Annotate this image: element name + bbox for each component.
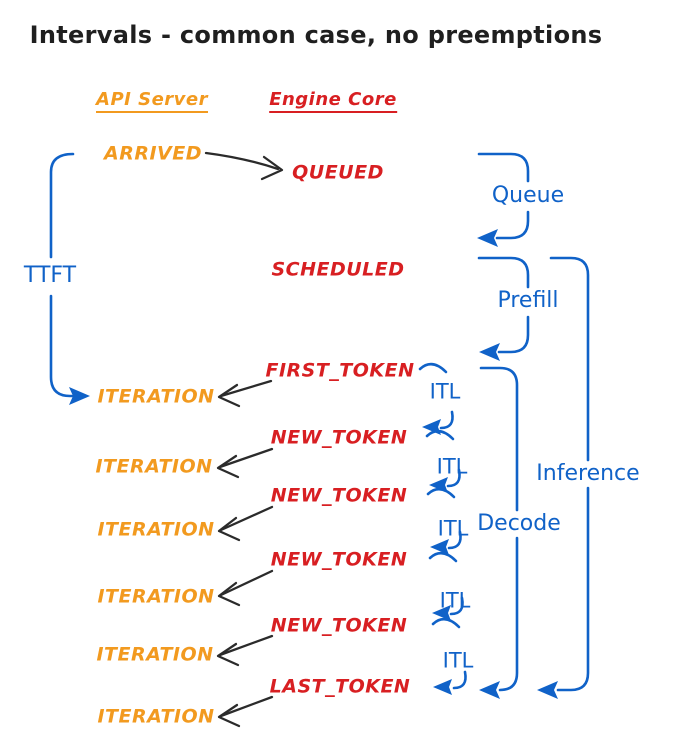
event-new-token-3: NEW_TOKEN — [270, 548, 408, 571]
interval-label-itl-4: ITL — [439, 588, 471, 613]
event-iteration-6: ITERATION — [97, 705, 215, 728]
interval-label-itl-3: ITL — [437, 516, 469, 541]
event-new-token-2: NEW_TOKEN — [270, 484, 408, 507]
arrow-new-token4-to-iteration — [216, 634, 274, 667]
interval-label-queue: Queue — [491, 183, 565, 208]
event-iteration-1: ITERATION — [97, 385, 215, 408]
event-iteration-4: ITERATION — [97, 585, 215, 608]
event-iteration-3: ITERATION — [97, 518, 215, 541]
event-iteration-5: ITERATION — [96, 643, 214, 666]
event-iteration-2: ITERATION — [95, 455, 213, 478]
queue-bracket — [477, 152, 530, 247]
itl-connector-3 — [426, 487, 462, 555]
decode-bracket — [479, 366, 519, 699]
event-new-token-1: NEW_TOKEN — [270, 426, 408, 449]
ttft-bracket — [49, 152, 90, 405]
prefill-bracket — [477, 256, 530, 361]
event-scheduled: SCHEDULED — [271, 258, 405, 281]
itl-connector-4 — [428, 551, 464, 621]
column-header-api-server: API Server — [96, 91, 208, 113]
black-arrows — [204, 151, 284, 728]
interval-label-itl-2: ITL — [436, 454, 468, 479]
inference-bracket — [537, 256, 590, 699]
itl-connector-5 — [431, 617, 467, 695]
diagram-title: Intervals - common case, no preemptions — [29, 21, 603, 49]
arrow-new-token3-to-iteration — [217, 569, 274, 607]
event-queued: QUEUED — [292, 161, 384, 184]
event-arrived: ARRIVED — [104, 142, 202, 165]
interval-label-itl-5: ITL — [442, 648, 474, 673]
arrow-new-token1-to-iteration — [216, 447, 274, 479]
arrow-first-token-to-iteration — [217, 379, 273, 408]
interval-label-decode: Decode — [477, 511, 561, 536]
arrow-last-token-to-iteration — [217, 695, 274, 728]
interval-brackets — [49, 152, 590, 699]
event-last-token: LAST_TOKEN — [269, 675, 411, 698]
interval-label-ttft: TTFT — [23, 263, 77, 288]
event-first-token: FIRST_TOKEN — [265, 359, 415, 382]
interval-label-inference: Inference — [536, 461, 640, 486]
arrow-new-token2-to-iteration — [217, 505, 274, 542]
interval-label-prefill: Prefill — [497, 288, 559, 313]
column-header-engine-core: Engine Core — [269, 91, 397, 113]
arrow-arrived-to-queued — [204, 151, 284, 181]
event-new-token-4: NEW_TOKEN — [270, 614, 408, 637]
interval-label-itl-1: ITL — [429, 379, 461, 404]
